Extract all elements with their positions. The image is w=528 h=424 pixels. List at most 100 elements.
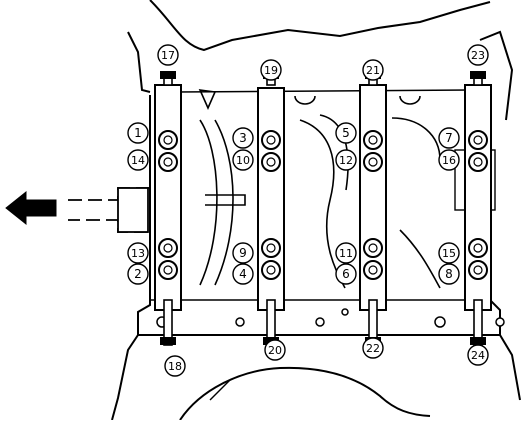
callout-7: 7 <box>438 127 460 149</box>
long-bolt-head <box>470 71 486 79</box>
bolt-head <box>468 130 488 150</box>
callout-circle <box>127 242 149 264</box>
callout-6: 6 <box>335 263 357 285</box>
bolt-head <box>468 152 488 172</box>
bolt-socket <box>473 265 483 275</box>
bolt-socket <box>163 157 173 167</box>
upper-housing-outline <box>127 0 514 121</box>
callout-11: 11 <box>335 242 357 264</box>
bolt-head <box>363 152 383 172</box>
callout-8: 8 <box>438 263 460 285</box>
callout-number: 2 <box>134 267 142 281</box>
callout-number: 24 <box>471 349 485 362</box>
bolt-socket <box>163 243 173 253</box>
callout-number: 3 <box>239 131 247 145</box>
callout-number: 5 <box>342 126 350 140</box>
callout-circle <box>438 242 460 264</box>
callout-22: 22 <box>362 337 384 359</box>
bolt-head <box>261 130 281 150</box>
callout-circle <box>127 263 149 285</box>
callout-12: 12 <box>335 149 357 171</box>
callout-10: 10 <box>232 149 254 171</box>
callout-1: 1 <box>127 122 149 144</box>
callout-17: 17 <box>157 44 179 66</box>
callout-number: 23 <box>471 49 485 62</box>
callout-number: 1 <box>134 126 142 140</box>
callout-number: 21 <box>366 64 380 77</box>
callout-number: 16 <box>442 154 456 167</box>
callout-23: 23 <box>467 44 489 66</box>
bolt-group <box>158 71 488 346</box>
bolt-socket <box>266 243 276 253</box>
callout-5: 5 <box>335 122 357 144</box>
bolt-socket <box>163 265 173 275</box>
bolt-head <box>158 260 178 280</box>
callout-circle <box>232 263 254 285</box>
output-shaft <box>68 187 151 233</box>
callout-18: 18 <box>164 355 186 377</box>
callout-circle <box>362 59 384 81</box>
bolt-socket <box>266 157 276 167</box>
bolt-head <box>158 152 178 172</box>
callout-circle <box>232 242 254 264</box>
callout-number: 18 <box>168 360 182 373</box>
bolt-socket <box>368 243 378 253</box>
callout-circle <box>438 127 460 149</box>
bolt-socket <box>266 135 276 145</box>
callout-3: 3 <box>232 127 254 149</box>
bolt-socket <box>368 135 378 145</box>
callout-19: 19 <box>260 59 282 81</box>
callout-circle <box>157 44 179 66</box>
callout-circle <box>438 149 460 171</box>
callout-number: 20 <box>268 344 282 357</box>
bolt-head <box>158 130 178 150</box>
callout-circle <box>264 339 286 361</box>
callout-number: 15 <box>442 247 456 260</box>
bolt-head <box>363 260 383 280</box>
long-bolt-head <box>160 71 176 79</box>
callout-circle <box>335 122 357 144</box>
bolt-head <box>261 260 281 280</box>
callout-4: 4 <box>232 263 254 285</box>
callout-circle <box>164 355 186 377</box>
bottom-flange-holes <box>156 308 505 328</box>
lower-skirt-outline <box>111 334 521 421</box>
callout-13: 13 <box>127 242 149 264</box>
callout-circle <box>362 337 384 359</box>
callout-number: 9 <box>239 246 247 260</box>
callout-circle <box>232 149 254 171</box>
bolt-socket <box>473 135 483 145</box>
bolt-socket <box>473 243 483 253</box>
callout-14: 14 <box>127 149 149 171</box>
callout-20: 20 <box>264 339 286 361</box>
bolt-socket <box>163 135 173 145</box>
callout-number: 8 <box>445 267 453 281</box>
bolt-head <box>363 130 383 150</box>
long-bolt-head <box>160 337 176 345</box>
callout-number: 7 <box>445 131 453 145</box>
callout-number: 22 <box>366 342 380 355</box>
callout-9: 9 <box>232 242 254 264</box>
callout-circle <box>335 242 357 264</box>
callout-number: 6 <box>342 267 350 281</box>
callout-21: 21 <box>362 59 384 81</box>
callout-number: 12 <box>339 154 353 167</box>
bolt-head <box>261 238 281 258</box>
callout-number: 13 <box>131 247 145 260</box>
bolt-socket <box>473 157 483 167</box>
callout-number: 19 <box>264 64 278 77</box>
callout-number: 14 <box>131 154 145 167</box>
callout-16: 16 <box>438 149 460 171</box>
callout-circle <box>467 44 489 66</box>
bolt-socket <box>266 265 276 275</box>
callout-circle <box>335 263 357 285</box>
callout-number: 10 <box>236 154 250 167</box>
bolt-head <box>363 238 383 258</box>
callout-circle <box>467 344 489 366</box>
bolt-head <box>261 152 281 172</box>
long-bolt-head <box>470 337 486 345</box>
callout-circle <box>127 122 149 144</box>
